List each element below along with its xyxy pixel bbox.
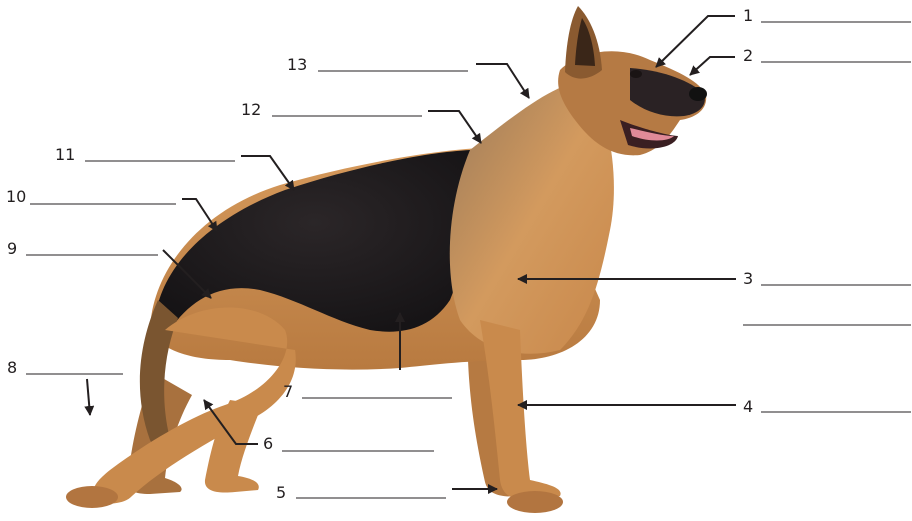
label-number: 7 — [283, 382, 293, 401]
leader-arrow — [656, 16, 735, 67]
label-number: 6 — [263, 434, 273, 453]
label-10: 10 — [6, 187, 217, 231]
label-number: 10 — [6, 187, 26, 206]
label-number: 2 — [743, 46, 753, 65]
label-number: 12 — [241, 100, 261, 119]
dog-illustration — [66, 6, 707, 513]
front-paw — [507, 491, 563, 513]
label-4: 4 — [518, 397, 911, 416]
label-number: 3 — [743, 269, 753, 288]
label-number: 13 — [287, 55, 307, 74]
label-number: 11 — [55, 145, 75, 164]
hind-paw — [66, 486, 118, 508]
label-11: 11 — [55, 145, 294, 190]
leader-arrow — [428, 111, 481, 143]
label-number: 4 — [743, 397, 753, 416]
leader-arrow — [690, 57, 735, 75]
label-5: 5 — [276, 483, 497, 502]
leader-arrow — [476, 64, 529, 98]
label-2: 2 — [690, 46, 911, 75]
label-13: 13 — [287, 55, 529, 98]
label-12: 12 — [241, 100, 481, 143]
label-number: 1 — [743, 6, 753, 25]
dog-nose — [689, 87, 707, 101]
label-number: 8 — [7, 358, 17, 377]
label-number: 5 — [276, 483, 286, 502]
leader-arrow — [87, 379, 90, 415]
label-8: 8 — [7, 358, 123, 415]
label-1: 1 — [656, 6, 911, 67]
label-number: 9 — [7, 239, 17, 258]
dog-eye — [630, 70, 642, 78]
